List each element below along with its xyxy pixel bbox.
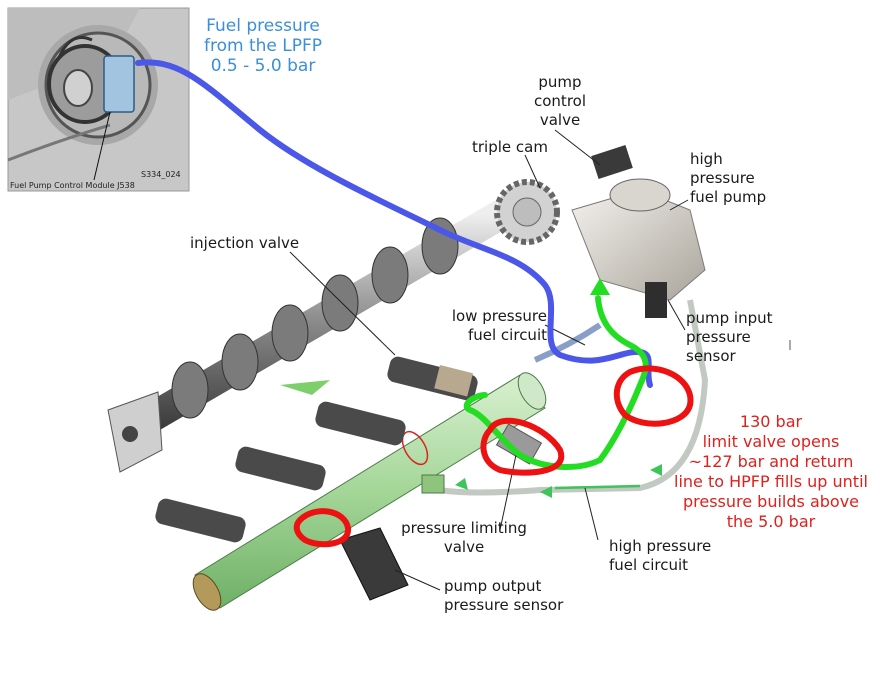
- flow-arrow-3: [650, 464, 662, 476]
- label-line: pressure limiting: [401, 519, 527, 537]
- inset-figure-code: S334_024: [141, 170, 181, 179]
- relief-note-line-6: the 5.0 bar: [726, 512, 816, 531]
- return-arrowhead: [590, 278, 610, 295]
- label-line: high: [690, 150, 723, 168]
- lpfp-note-line-1: Fuel pressure: [206, 16, 320, 36]
- injector-1: [387, 356, 478, 401]
- label-injection-valve: injection valve: [190, 234, 300, 252]
- label-line: fuel circuit: [467, 326, 547, 344]
- injector-2: [315, 401, 406, 446]
- spray-cone: [280, 380, 330, 395]
- relief-note-line-4: line to HPFP fills up until: [674, 472, 868, 491]
- high-pressure-fuel-pump: [571, 145, 706, 318]
- flow-arrow-2: [540, 486, 552, 498]
- label-line: pump output: [444, 577, 542, 595]
- relief-note-line-1: 130 bar: [739, 412, 803, 431]
- label-pump-output-pressure-sensor: pump output pressure sensor: [444, 577, 563, 615]
- lpfp-pressure-note: Fuel pressure from the LPFP 0.5 - 5.0 ba…: [188, 16, 338, 76]
- label-line: fuel pump: [690, 188, 767, 206]
- fuel-pump-module-inset: [7, 7, 190, 192]
- circle-limiting-valve: [480, 417, 565, 476]
- label-line: sensor: [686, 347, 736, 365]
- injection-valves: [155, 356, 478, 543]
- leader-lines: [289, 129, 689, 591]
- label-line: fuel circuit: [609, 556, 689, 574]
- label-pump-control-valve: pump control valve: [530, 73, 590, 130]
- label-high-pressure-fuel-circuit: high pressure fuel circuit: [609, 537, 711, 575]
- relief-note-line-2: limit valve opens: [702, 432, 840, 451]
- flow-arrow-1: [455, 478, 468, 490]
- highlight-circles: [293, 365, 694, 548]
- pump-input-pressure-sensor: [645, 282, 667, 318]
- low-pressure-fuel-circuit: [533, 322, 602, 363]
- injector-4: [155, 498, 246, 543]
- label-low-pressure-fuel-circuit: low pressure fuel circuit: [430, 307, 547, 345]
- relief-note-line-3: ~127 bar and return: [688, 452, 854, 471]
- relief-valve-note: 130 bar limit valve opens ~127 bar and r…: [660, 412, 882, 532]
- return-connector: [421, 474, 445, 494]
- label-line: valve: [539, 111, 581, 129]
- circle-output-sensor: [293, 508, 351, 548]
- fuel-rail: [192, 372, 547, 611]
- camshaft: [107, 200, 515, 473]
- injector-3: [235, 446, 326, 491]
- label-line: valve: [443, 538, 485, 556]
- label-line: pressure: [690, 169, 755, 187]
- label-line: high pressure: [609, 537, 712, 555]
- label-triple-cam: triple cam: [472, 138, 548, 156]
- label-pump-input-pressure-sensor: pump input pressure sensor: [686, 309, 773, 366]
- return-flow-path: [463, 295, 649, 470]
- pump-output-pressure-sensor: [339, 527, 409, 601]
- label-line: pressure sensor: [444, 596, 564, 614]
- relief-note-line-5: pressure builds above: [682, 492, 860, 511]
- label-line: low pressure: [451, 307, 547, 325]
- high-pressure-fuel-circuit: [439, 299, 709, 496]
- circle-input-sensor: [613, 365, 694, 427]
- label-high-pressure-fuel-pump: high pressure fuel pump: [690, 150, 766, 207]
- inset-module-label: Fuel Pump Control Module J538: [10, 181, 135, 190]
- label-pressure-limiting-valve: pressure limiting valve: [398, 519, 530, 557]
- lpfp-pressure-path: [135, 59, 653, 388]
- label-line: pressure: [686, 328, 751, 346]
- control-module-j538: [103, 55, 135, 113]
- lpfp-note-line-2: from the LPFP: [203, 36, 323, 56]
- label-line: control: [534, 92, 586, 110]
- label-line: pump input: [686, 309, 773, 327]
- lpfp-note-line-3: 0.5 - 5.0 bar: [210, 56, 316, 76]
- label-line: pump: [538, 73, 582, 91]
- pump-control-valve: [591, 145, 633, 179]
